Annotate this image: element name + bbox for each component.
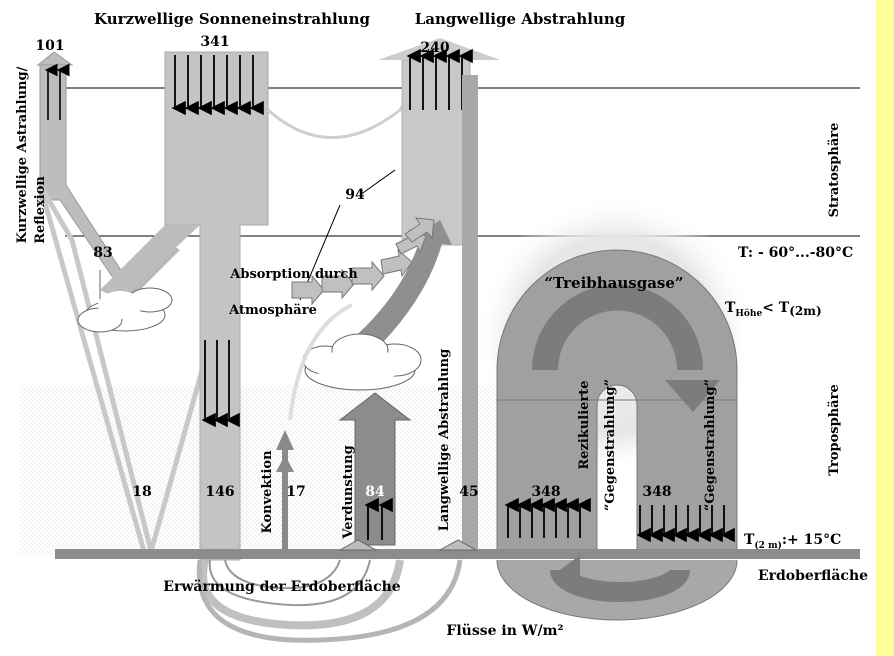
greenhouse-bottom-arc [550, 568, 690, 602]
greenhouse-bottom-head [560, 555, 580, 585]
longwave-vertical-label: Langwellige Abstrahlung [437, 349, 452, 531]
value-cloud-reflection: 83 [93, 245, 112, 261]
incoming-arrows [171, 55, 264, 116]
gegenstrahlung-label-2: “Gegenstrahlung” [703, 379, 718, 511]
window-flow [462, 75, 478, 550]
value-incoming: 341 [200, 34, 229, 50]
back-radiation-arrows [636, 505, 735, 543]
greenhouse-arrowhead [665, 380, 720, 412]
value-evaporation: 84 [365, 484, 385, 500]
flux-unit-label: Flüsse in W/m² [446, 623, 563, 639]
surface-absorbed-arrows [201, 340, 240, 428]
value-absorbed-atmosphere: 94 [345, 187, 365, 203]
t-2m-label: T(2 m):+ 15°C [744, 532, 841, 551]
accent-bar [876, 0, 894, 656]
troposphere-shade [20, 385, 500, 555]
return-loop-4 [196, 559, 463, 643]
value-reflected: 101 [35, 38, 64, 54]
convection-rise [288, 303, 353, 421]
t-high-label: T: - 60°...-80°C [738, 245, 853, 261]
ground-surface [55, 549, 860, 559]
return-loop-2 [208, 559, 371, 607]
return-loop-1 [199, 559, 404, 630]
cloud-left [77, 287, 173, 333]
konvektion-label: Konvektion [260, 450, 275, 534]
value-outgoing: 240 [420, 40, 449, 56]
value-surface-emission: 348 [531, 484, 560, 500]
value-surface-absorbed: 146 [205, 484, 234, 500]
convection-upper-head [276, 430, 294, 450]
greenhouse-inner-arc [532, 284, 703, 371]
ground-triangle-2 [438, 539, 478, 551]
earth-surface-label: Erdoberfläche [758, 568, 868, 584]
longwave-title: Langwellige Abstrahlung [415, 10, 626, 28]
absorption-arrows [291, 217, 435, 306]
t-hoehe-label: THöhe< T(2m) [725, 300, 822, 319]
stratosphere-label: Stratosphäre [827, 123, 842, 218]
verdunstung-label: Verdunstung [341, 445, 356, 539]
absorption-label-2: Atmosphäre [228, 303, 317, 318]
ground-triangle-1 [338, 539, 378, 551]
absorbed-curve [267, 91, 414, 139]
value-surface-reflection: 18 [132, 484, 151, 500]
title: Kurzwellige Sonneneinstrahlung [94, 10, 370, 28]
greenhouse-label: “Treibhausgase” [544, 274, 683, 292]
gegenstrahlung-label-1: “Gegenstrahlung” [603, 379, 618, 511]
troposphere-label: Troposphäre [827, 384, 842, 475]
surface-reflection-right [147, 359, 208, 556]
ground-warming-label: Erwärmung der Erdoberfläche [163, 579, 401, 595]
pointer-94-b [359, 169, 396, 196]
reflexion-label-1: Kurzwellige Astrahlung/ [15, 66, 30, 243]
value-back-radiation: 348 [642, 484, 671, 500]
cloud-center [302, 333, 422, 391]
absorption-label-1: Absorption durch [229, 267, 358, 282]
atmosphere-emission-curve [345, 232, 445, 360]
incoming-split [100, 225, 200, 300]
rezikulierte-label: Rezikulierte [577, 380, 592, 469]
surface-emission-arrows [504, 497, 591, 538]
value-convection: 17 [286, 484, 305, 500]
reflexion-label-2: Reflexion [33, 176, 48, 244]
value-window: 45 [459, 484, 478, 500]
return-loop-3 [224, 559, 341, 590]
